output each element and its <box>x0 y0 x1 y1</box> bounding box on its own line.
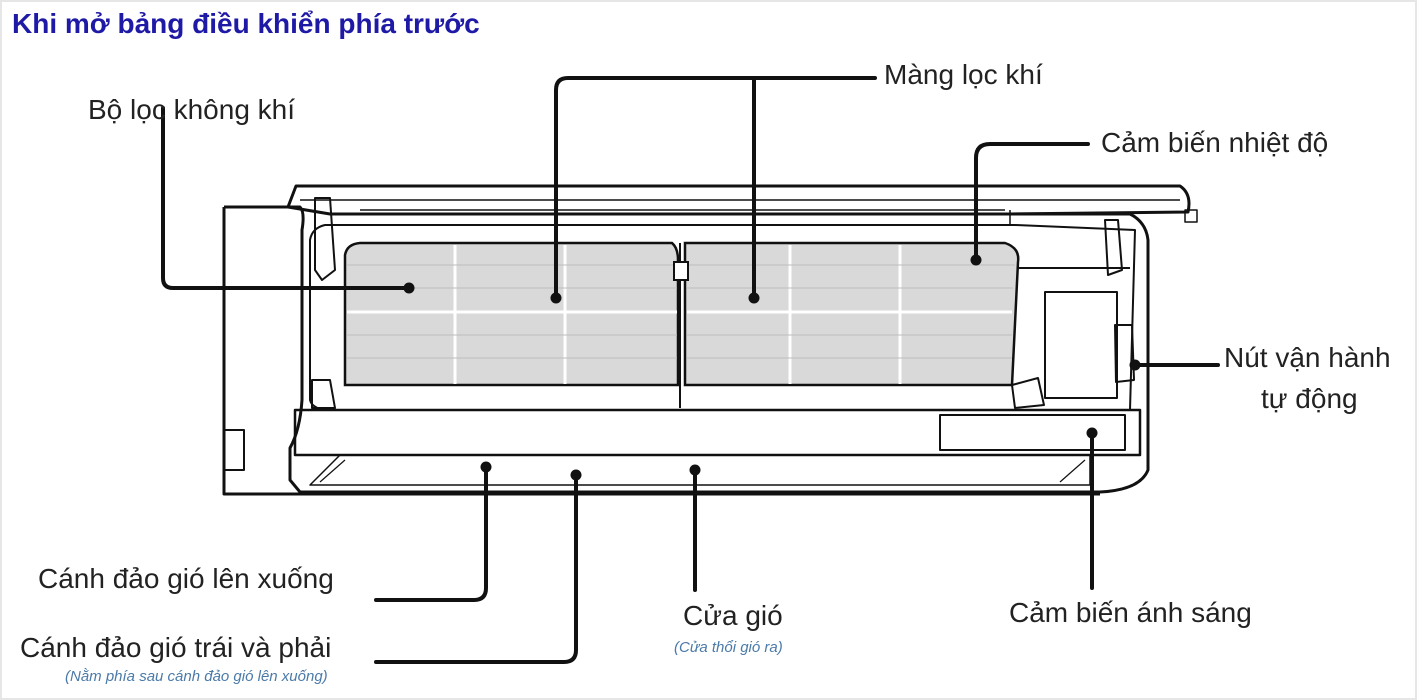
leader-temp-sensor <box>974 142 1090 262</box>
leader-horizontal-flap <box>374 473 578 664</box>
leader-air-filter <box>161 106 411 290</box>
dot-horizontal-flap <box>570 469 582 481</box>
dot-air-filter <box>403 282 415 294</box>
label-temp-sensor: Cảm biến nhiệt độ <box>1101 127 1329 158</box>
note-horizontal-flap: (Nằm phía sau cánh đảo gió lên xuống) <box>65 668 328 685</box>
page-title: Khi mở bảng điều khiển phía trước <box>12 8 480 39</box>
dot-light-sensor <box>1086 427 1098 439</box>
label-auto-button-line1: Nút vận hành <box>1224 342 1391 373</box>
dot-filter-mesh-right <box>748 292 760 304</box>
label-air-filter: Bộ lọc không khí <box>88 94 296 125</box>
label-filter-mesh: Màng lọc khí <box>884 59 1043 90</box>
leader-filter-mesh-left <box>554 76 877 300</box>
label-air-outlet: Cửa gió <box>683 600 783 631</box>
dot-filter-mesh-left <box>550 292 562 304</box>
label-auto-button-line2: tự động <box>1261 383 1358 414</box>
label-vertical-flap: Cánh đảo gió lên xuống <box>38 563 334 594</box>
label-light-sensor: Cảm biến ánh sáng <box>1009 597 1252 628</box>
leader-vertical-flap <box>374 465 488 602</box>
note-air-outlet: (Cửa thổi gió ra) <box>674 639 783 656</box>
label-horizontal-flap: Cánh đảo gió trái và phải <box>20 632 332 663</box>
dot-auto-button <box>1129 359 1141 371</box>
leader-lines <box>161 76 1220 664</box>
dot-vertical-flap <box>480 461 492 473</box>
air-filters <box>343 241 1020 408</box>
pointer-dots <box>403 254 1141 481</box>
dot-temp-sensor <box>970 254 982 266</box>
dot-air-outlet <box>689 464 701 476</box>
